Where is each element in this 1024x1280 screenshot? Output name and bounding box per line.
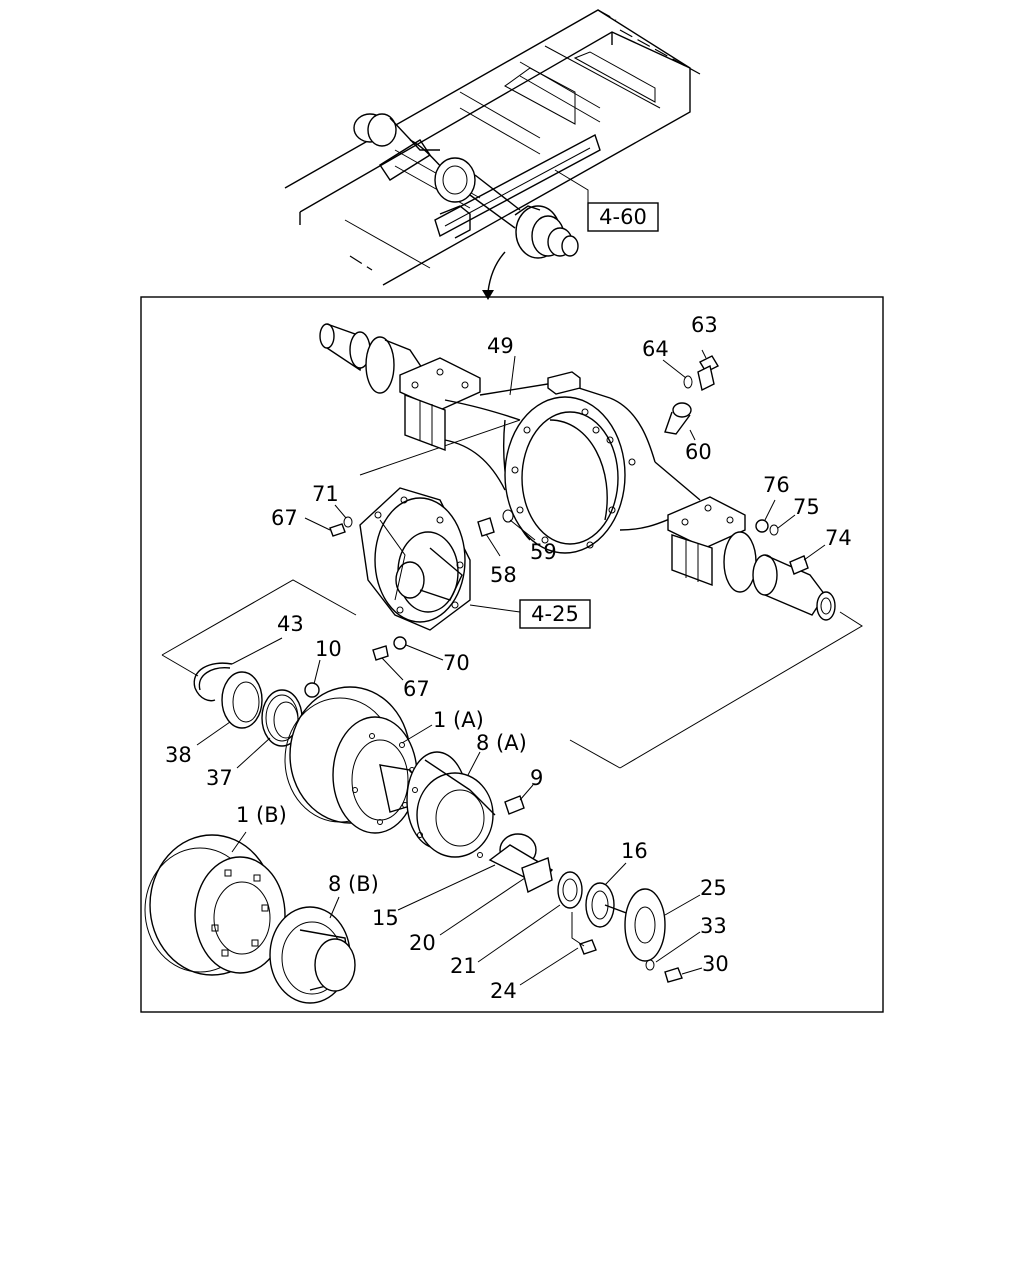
label-9: 9 [530,766,543,790]
label-59: 59 [530,540,557,564]
label-15: 15 [372,906,399,930]
label-8b: 8 (B) [328,872,379,896]
brake-drum-b [144,834,286,976]
label-63: 63 [691,313,718,337]
ref-box-4-60[interactable]: 4-60 [587,202,659,232]
leader-lines [196,349,826,986]
ref-4-60-text: 4-60 [599,205,647,229]
label-67-upper: 67 [271,506,298,530]
label-64: 64 [642,337,669,361]
fasteners [304,355,809,983]
detail-frame [140,296,884,1013]
axle-housing [319,323,836,621]
label-37: 37 [206,766,233,790]
label-67-lower: 67 [403,677,430,701]
label-76: 76 [763,473,790,497]
ref-box-4-25[interactable]: 4-25 [519,599,591,629]
axle-shaft-parts [488,833,666,962]
label-8a: 8 (A) [476,731,527,755]
label-43: 43 [277,612,304,636]
label-24: 24 [490,979,517,1003]
ref-4-25-text: 4-25 [531,602,579,626]
label-20: 20 [409,931,436,955]
label-33: 33 [700,914,727,938]
label-1a: 1 (A) [433,708,484,732]
seal-and-bearing [221,671,303,747]
callout-labels: 49 63 64 60 71 67 58 59 76 75 74 43 10 7… [165,313,852,1003]
label-25: 25 [700,876,727,900]
snap-ring [193,662,233,702]
label-58: 58 [490,563,517,587]
label-49: 49 [487,334,514,358]
wheel-hub-a [406,751,496,858]
label-74: 74 [825,526,852,550]
label-1b: 1 (B) [236,803,287,827]
label-71: 71 [312,482,339,506]
label-60: 60 [685,440,712,464]
label-16: 16 [621,839,648,863]
vehicle-frame-overview [284,9,701,300]
brake-drum-a [284,686,432,834]
label-21: 21 [450,954,477,978]
label-38: 38 [165,743,192,767]
label-75: 75 [793,495,820,519]
label-10: 10 [315,637,342,661]
label-70: 70 [443,651,470,675]
wheel-hub-b [269,906,356,1004]
label-30: 30 [702,952,729,976]
differential-carrier [359,487,471,631]
